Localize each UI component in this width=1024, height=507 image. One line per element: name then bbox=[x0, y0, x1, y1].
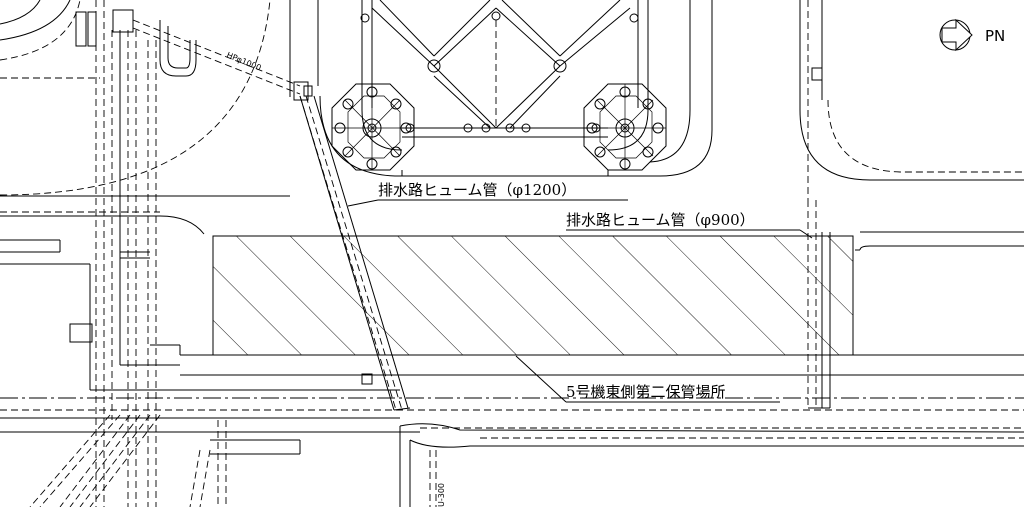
label-drain-1200-group: 排水路ヒューム管（φ1200） bbox=[347, 181, 628, 207]
label-storage-area: 5号機東側第二保管場所 bbox=[566, 383, 726, 401]
valve-box-top-left bbox=[75, 9, 134, 47]
label-storage-area-group: 5号機東側第二保管場所 bbox=[515, 355, 780, 403]
tank-lattice bbox=[360, 0, 649, 151]
tank-left bbox=[331, 83, 415, 171]
north-label: PN bbox=[985, 27, 1005, 45]
center-road-lines bbox=[289, 0, 319, 97]
label-u300: U-300 bbox=[437, 483, 446, 507]
label-drain-900: 排水路ヒューム管（φ900） bbox=[566, 211, 755, 229]
label-drain-1200: 排水路ヒューム管（φ1200） bbox=[378, 181, 576, 199]
storage-area bbox=[212, 235, 854, 356]
tank-right bbox=[583, 83, 667, 171]
top-left-road bbox=[0, 0, 100, 79]
arrow-right-icon bbox=[941, 18, 973, 52]
tank-area-road bbox=[319, 0, 713, 177]
left-pipe-bundle bbox=[95, 0, 197, 507]
north-arrow: PN bbox=[939, 18, 1005, 52]
label-drain-900-group: 排水路ヒューム管（φ900） bbox=[566, 211, 813, 239]
label-hp-pipe: HPφ1000 bbox=[225, 51, 262, 73]
lower-road-lines: U-300 bbox=[29, 414, 1024, 507]
road-arc bbox=[0, 0, 271, 196]
